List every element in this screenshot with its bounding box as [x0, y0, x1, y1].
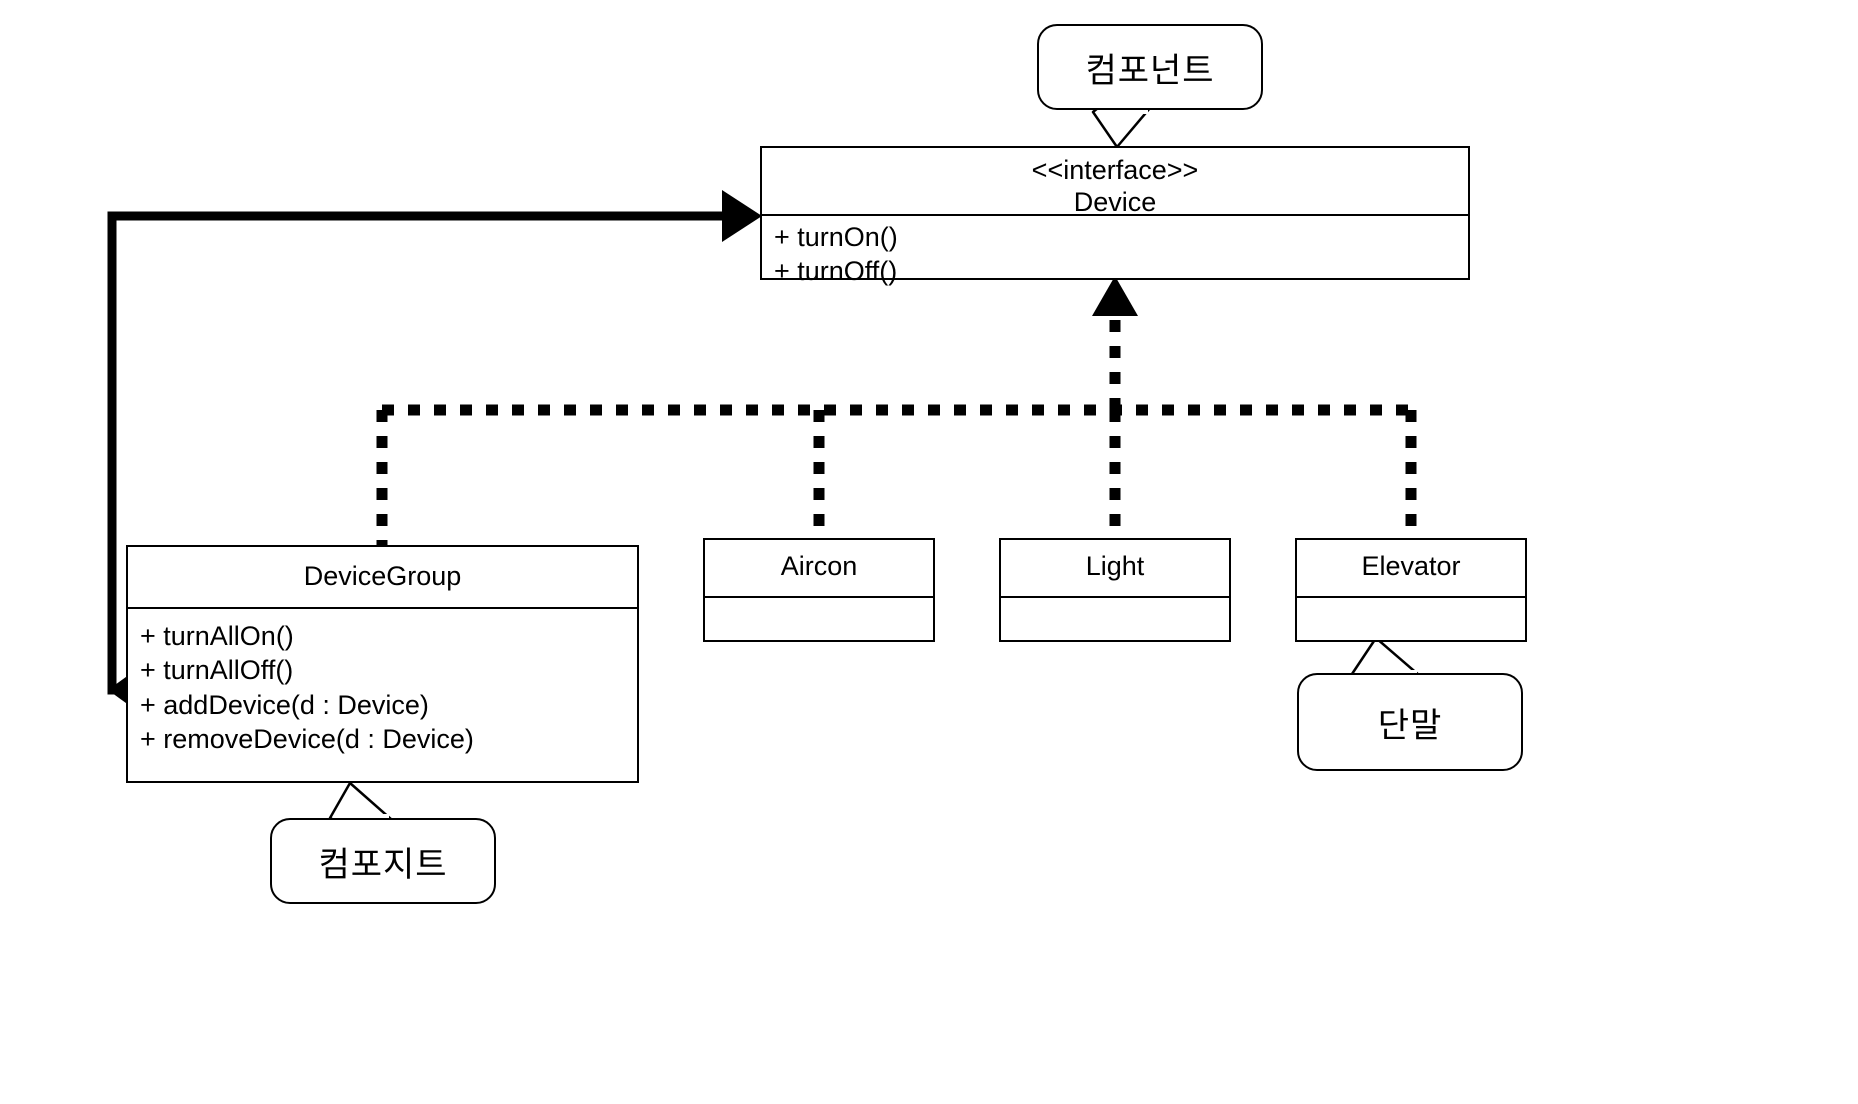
method-row: + turnOn() [774, 222, 898, 252]
callout-composite[interactable]: 컴포지트 [270, 818, 496, 904]
class-header-device: <<interface>> Device [1031, 155, 1199, 217]
class-box-device-group[interactable]: DeviceGroup + turnAllOn() + turnAllOff()… [126, 545, 639, 783]
class-separator [1297, 596, 1525, 598]
class-methods-aircon [705, 598, 933, 640]
class-box-elevator[interactable]: Elevator [1295, 538, 1527, 642]
class-header-light: Light [1085, 551, 1145, 581]
method-row: + turnAllOn() [140, 621, 294, 651]
class-methods-device: + turnOn() + turnOff() [762, 216, 1468, 286]
method-row: + turnAllOff() [140, 655, 294, 686]
method-row: + removeDevice(d : Device) [140, 723, 474, 754]
class-methods-light [1001, 598, 1229, 640]
class-box-aircon[interactable]: Aircon [703, 538, 935, 642]
class-methods-device-group: + turnAllOn() + turnAllOff() + addDevice… [128, 609, 637, 781]
class-header-elevator: Elevator [1361, 551, 1461, 581]
class-separator [705, 596, 933, 598]
class-box-device[interactable]: <<interface>> Device + turnOn() + turnOf… [760, 146, 1470, 286]
class-box-light[interactable]: Light [999, 538, 1231, 642]
callout-leaf[interactable]: 단말 [1297, 673, 1523, 771]
realization-connectors [376, 310, 1417, 545]
class-separator [762, 214, 1468, 216]
method-row: + turnOff() [774, 256, 898, 287]
class-separator [128, 607, 637, 609]
callout-component[interactable]: 컴포넌트 [1037, 24, 1263, 110]
class-separator [1001, 596, 1229, 598]
class-header-device-group: DeviceGroup [303, 561, 462, 591]
class-methods-elevator [1297, 598, 1525, 640]
method-row: + addDevice(d : Device) [140, 689, 429, 720]
class-header-aircon: Aircon [780, 551, 858, 581]
